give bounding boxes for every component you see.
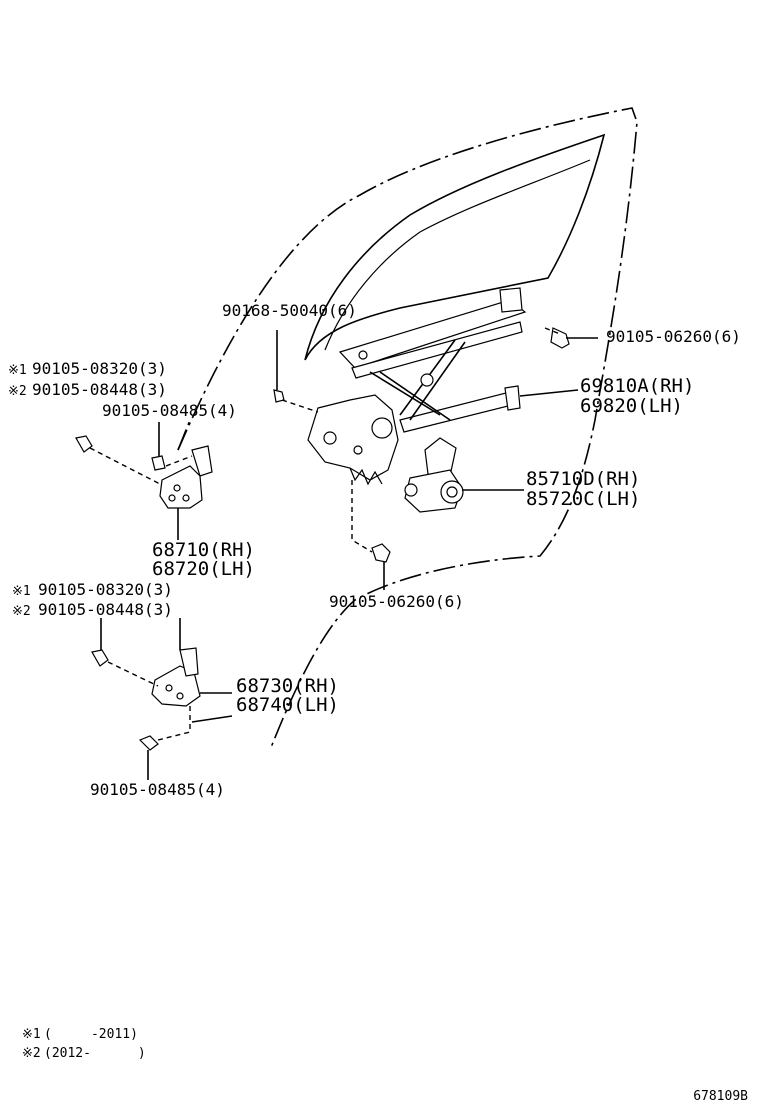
callout-lower-hinge-rh: 68730(RH) xyxy=(236,675,339,697)
callout-regulator-lh: 69820(LH) xyxy=(580,395,683,417)
callout-upper-hinge-bolt-3: 90105-08485(4) xyxy=(102,401,237,420)
mark-1-lower: ※1 xyxy=(12,584,31,599)
callout-lower-hinge-bolt-3: 90105-08485(4) xyxy=(90,780,225,799)
leader-lines xyxy=(89,327,598,780)
callout-bolt-90168: 90168-50040(6) xyxy=(222,301,357,320)
note-1-mark: ※1 xyxy=(22,1027,41,1042)
callout-upper-hinge-bolt-2: 90105-08448(3) xyxy=(32,380,167,399)
callout-lower-hinge-bolt-2: 90105-08448(3) xyxy=(38,600,173,619)
door-window-glass xyxy=(304,133,606,361)
callout-upper-hinge-lh: 68720(LH) xyxy=(152,558,255,580)
regulator-bracket xyxy=(307,394,399,486)
note-2-text: (2012- ) xyxy=(44,1046,146,1061)
upper-door-hinge xyxy=(75,435,213,509)
callout-upper-hinge-bolt-1: 90105-08320(3) xyxy=(32,359,167,378)
door-outline xyxy=(177,107,638,751)
callout-motor-lh: 85720C(LH) xyxy=(526,488,640,510)
note-1-text: ( -2011) xyxy=(44,1027,138,1042)
mark-2-lower: ※2 xyxy=(12,604,31,619)
note-2-mark: ※2 xyxy=(22,1046,41,1061)
bolt-icon xyxy=(273,327,570,563)
callout-regulator-rh: 69810A(RH) xyxy=(580,375,694,397)
callout-lower-hinge-bolt-1: 90105-08320(3) xyxy=(38,580,173,599)
lower-door-hinge xyxy=(91,647,201,751)
window-regulator-motor xyxy=(404,437,464,513)
mark-1-upper: ※1 xyxy=(8,363,27,378)
callout-motor-rh: 85710D(RH) xyxy=(526,468,640,490)
figure-id: 678109B xyxy=(693,1089,748,1104)
callout-upper-hinge-rh: 68710(RH) xyxy=(152,539,255,561)
callout-bolt-bottom-mid: 90105-06260(6) xyxy=(329,592,464,611)
callout-lower-hinge-lh: 68740(LH) xyxy=(236,694,339,716)
window-regulator xyxy=(338,287,527,433)
callout-bolt-top-right: 90105-06260(6) xyxy=(606,327,741,346)
mark-2-upper: ※2 xyxy=(8,384,27,399)
